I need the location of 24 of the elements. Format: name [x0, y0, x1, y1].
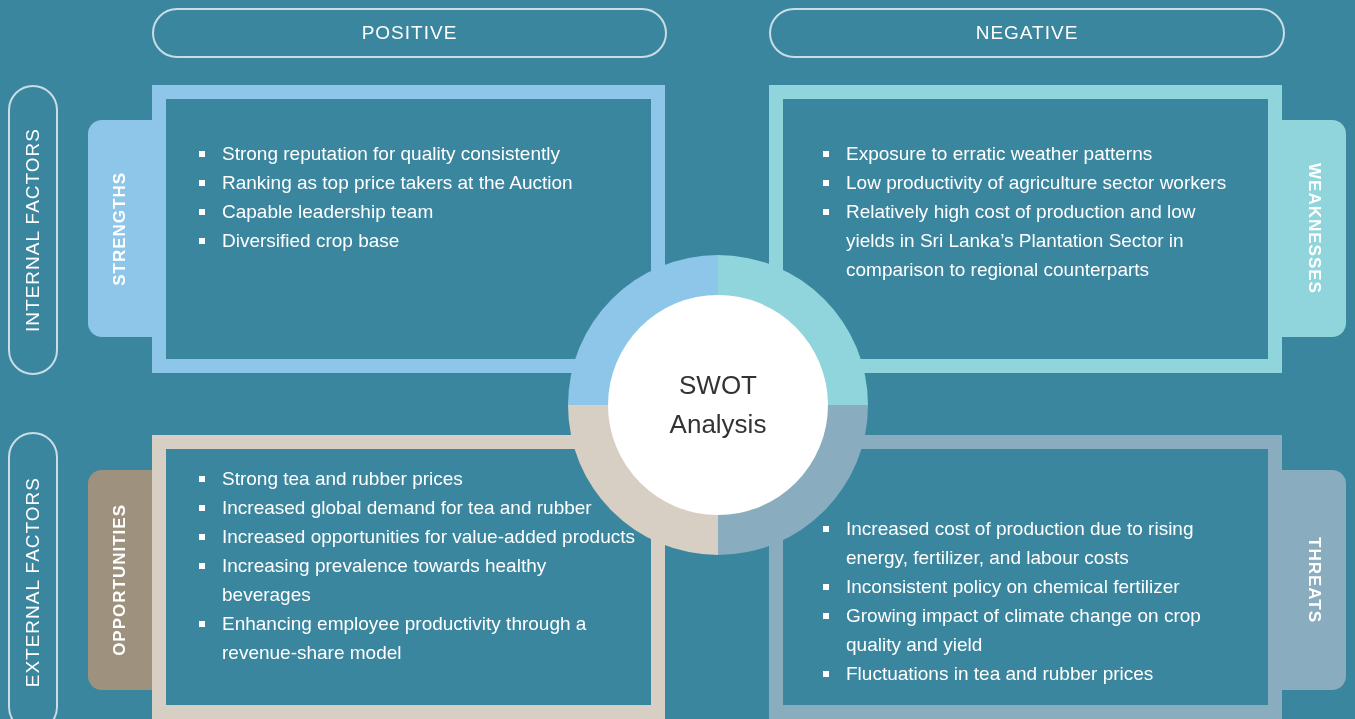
tab-title: THREATS: [1304, 537, 1324, 623]
bullet-text: Growing impact of climate change on crop quality and yield: [846, 605, 1201, 655]
bullet-text: Enhancing employee productivity through a revenue-share model: [222, 613, 587, 663]
bullet-text: Diversified crop base: [222, 230, 400, 251]
bullet-text: Increased cost of production due to rising energy, fertilizer, and labour costs: [846, 518, 1194, 568]
bullet-text: Capable leadership team: [222, 201, 434, 222]
bullet-text: Increased opportunities for value-added products: [222, 526, 635, 547]
bullet-text: Exposure to erratic weather patterns: [846, 143, 1153, 164]
header-pill: POSITIVE: [152, 8, 667, 58]
header-pill: INTERNAL FACTORS: [8, 85, 58, 375]
bullet-text: Increasing prevalence towards healthy beverages: [222, 555, 547, 605]
header-pill: EXTERNAL FACTORS: [8, 432, 58, 719]
bullet-text: Inconsistent policy on chemical fertilizer: [846, 576, 1180, 597]
bullet-text: Strong reputation for quality consistently: [222, 143, 560, 164]
bullet-text: Relatively high cost of production and low yields in Sri Lanka’s Plantation Sector in comparison to regional counterparts: [846, 201, 1196, 280]
bullet-text: Strong tea and rubber prices: [222, 468, 463, 489]
header-pill: NEGATIVE: [769, 8, 1285, 58]
bullet-text: Ranking as top price takers at the Auction: [222, 172, 573, 193]
bullet-text: Low productivity of agriculture sector workers: [846, 172, 1227, 193]
bullet-text: Fluctuations in tea and rubber prices: [846, 663, 1154, 684]
tab-title: STRENGTHS: [110, 171, 130, 286]
tab-title: WEAKNESSES: [1304, 163, 1324, 294]
tab-title: OPPORTUNITIES: [110, 504, 130, 656]
bullet-text: Increased global demand for tea and rubber: [222, 497, 592, 518]
